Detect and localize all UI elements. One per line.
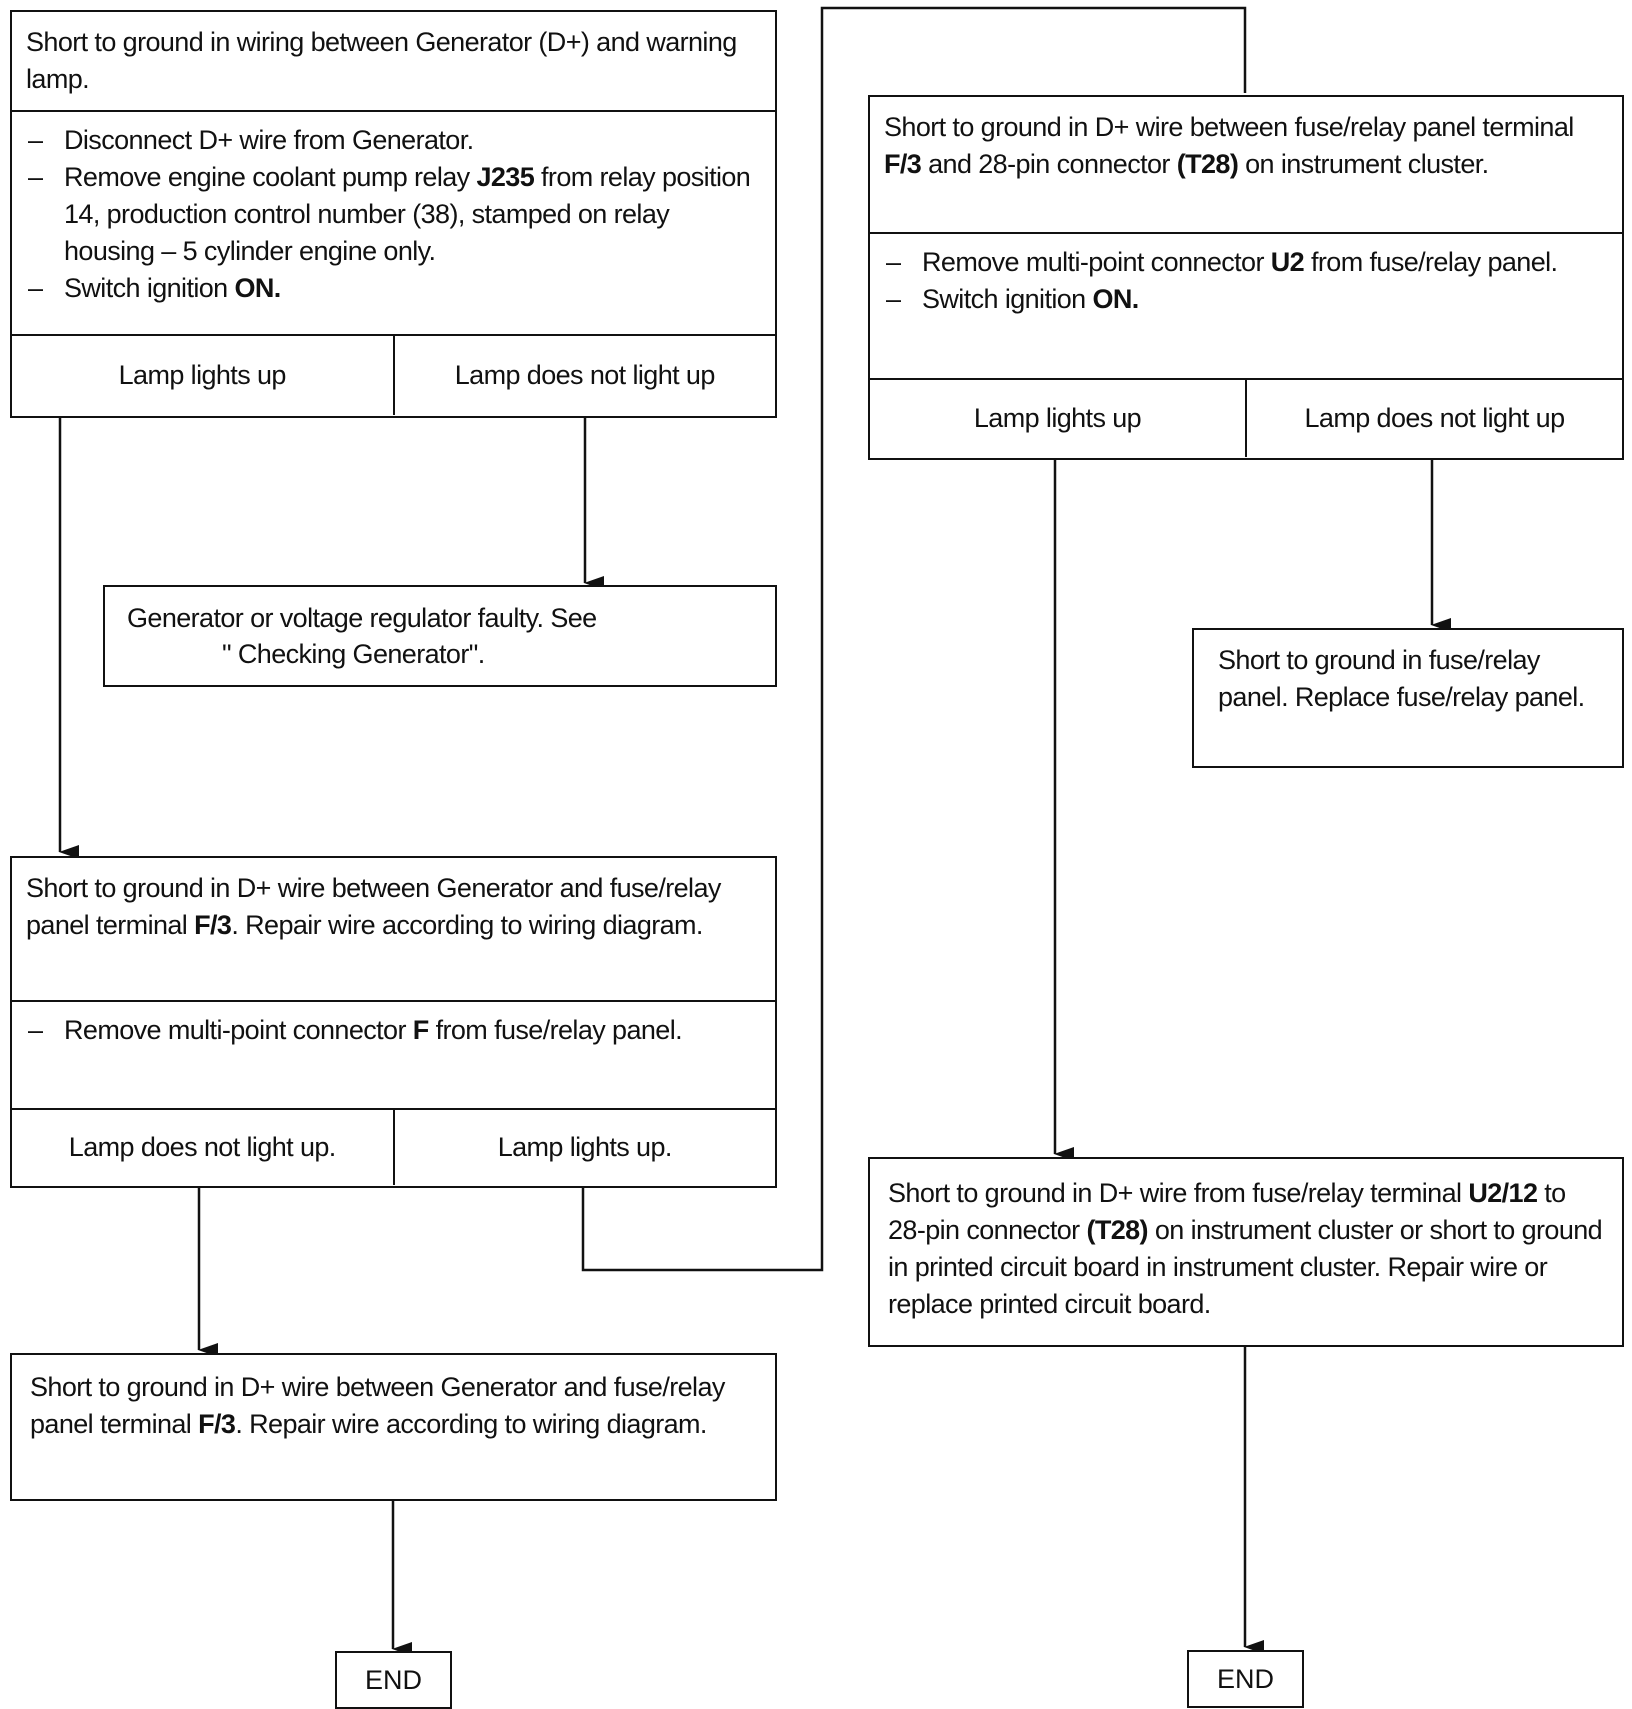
box3-step-1: –Remove multi-point connector F from fus…	[28, 1015, 683, 1045]
box1-step-3: –Switch ignition ON.	[28, 273, 281, 303]
box-repair-wire-generator-fuse: Short to ground in D+ wire between Gener…	[10, 1353, 777, 1501]
box1-outcome-lights-up: Lamp lights up	[118, 360, 287, 390]
right1-outcomes: Lamp lights up Lamp does not light up	[870, 380, 1622, 457]
box-fuse-relay-panel-short: Short to ground in fuse/relay panel. Rep…	[1192, 628, 1624, 768]
box1-outcome-not-light-up: Lamp does not light up	[392, 336, 776, 415]
box-d-plus-fuse-panel-to-cluster: Short to ground in D+ wire between fuse/…	[868, 95, 1624, 460]
right1-step-1: –Remove multi-point connector U2 from fu…	[886, 247, 1558, 277]
box1-title: Short to ground in wiring between Genera…	[12, 12, 775, 112]
right1-title: Short to ground in D+ wire between fuse/…	[870, 97, 1622, 234]
box1-step-2: –Remove engine coolant pump relay J235 f…	[28, 162, 751, 266]
box-u2-12-to-cluster: Short to ground in D+ wire from fuse/rel…	[868, 1157, 1624, 1347]
right1-step-2: –Switch ignition ON.	[886, 284, 1139, 314]
generator-faulty-line2: " Checking Generator".	[222, 639, 485, 669]
box-d-plus-generator-fuse-panel: Short to ground in D+ wire between Gener…	[10, 856, 777, 1188]
box1-outcomes: Lamp lights up Lamp does not light up	[12, 336, 775, 415]
generator-faulty-line1: Generator or voltage regulator faulty. S…	[127, 603, 597, 633]
end-right: END	[1187, 1650, 1304, 1708]
box-generator-faulty: Generator or voltage regulator faulty. S…	[103, 585, 777, 687]
route-box3-to-right-column	[581, 6, 1247, 1272]
end-left: END	[335, 1651, 452, 1709]
right1-outcome-lights-up: Lamp lights up	[973, 403, 1142, 433]
box3-outcome-not-light-up: Lamp does not light up.	[68, 1132, 337, 1162]
right1-outcome-not-light-up: Lamp does not light up	[1245, 380, 1622, 457]
box1-step-1: –Disconnect D+ wire from Generator.	[28, 125, 474, 155]
box3-outcomes: Lamp does not light up. Lamp lights up.	[12, 1110, 775, 1185]
right1-steps: –Remove multi-point connector U2 from fu…	[870, 234, 1622, 380]
box3-outcome-lights-up: Lamp lights up.	[392, 1110, 776, 1185]
box3-steps: –Remove multi-point connector F from fus…	[12, 1002, 775, 1110]
box3-title: Short to ground in D+ wire between Gener…	[12, 858, 775, 1002]
box-wiring-generator-warning-lamp: Short to ground in wiring between Genera…	[10, 10, 777, 418]
box1-steps: –Disconnect D+ wire from Generator. –Rem…	[12, 112, 775, 336]
